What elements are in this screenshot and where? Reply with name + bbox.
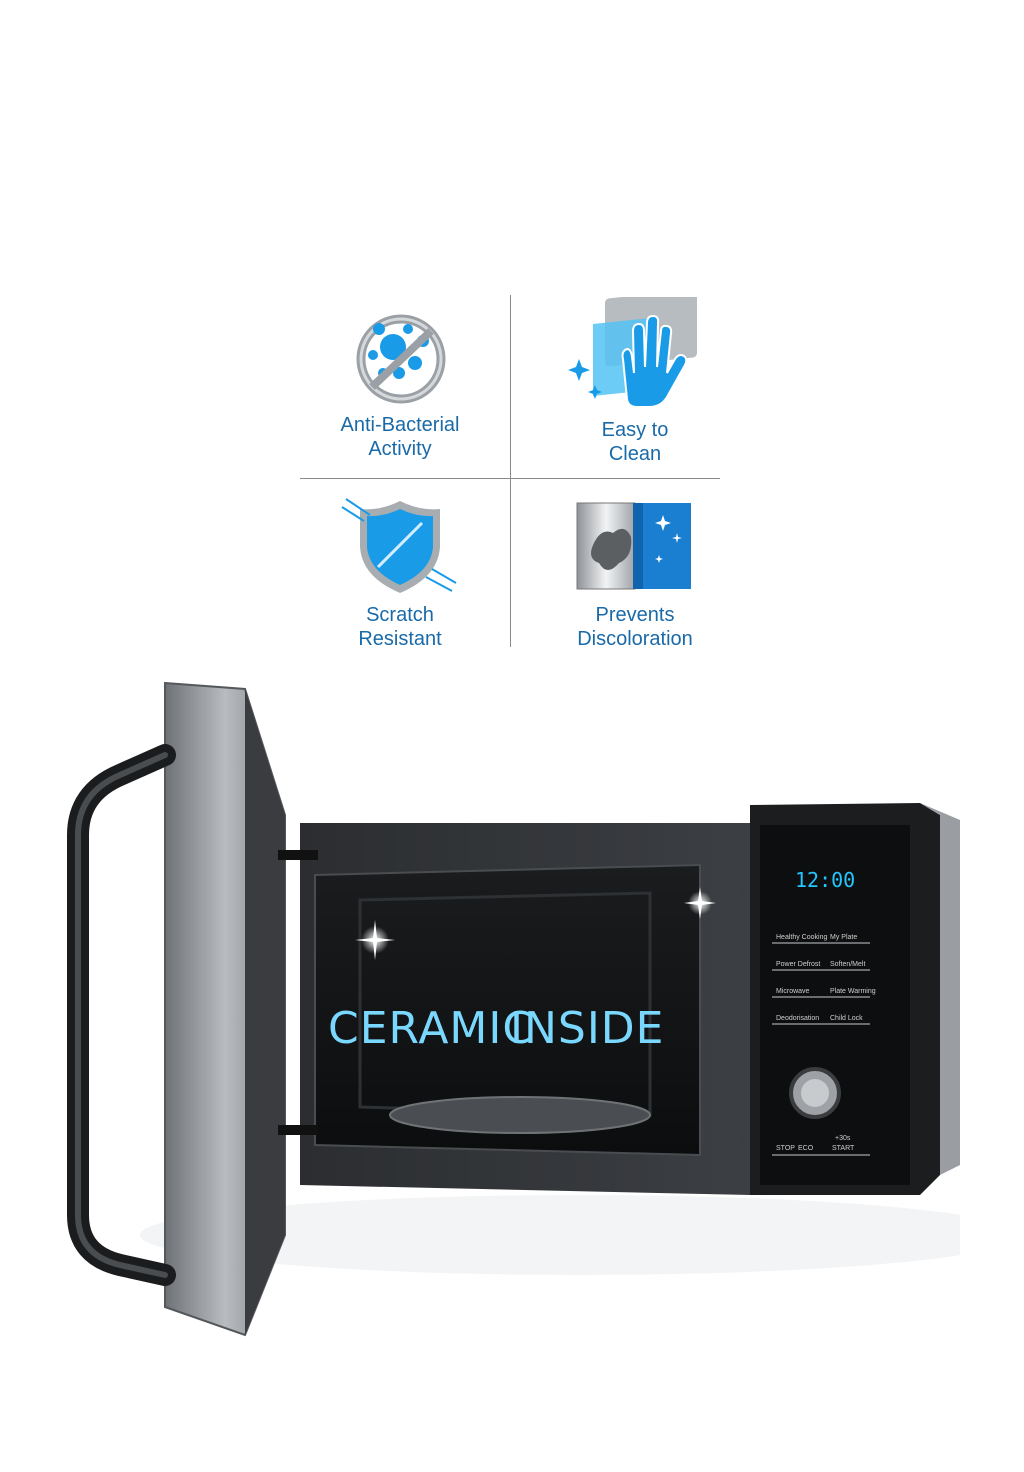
grid-divider-horizontal: [300, 478, 720, 479]
grid-divider-vertical: [510, 295, 511, 647]
button-plate-warming[interactable]: Plate Warming: [830, 988, 876, 995]
plus30-label[interactable]: +30s: [835, 1135, 851, 1142]
easy-clean-hand-icon: [568, 297, 697, 408]
discoloration-panel-icon: [576, 502, 691, 590]
button-soften-melt[interactable]: Soften/Melt: [830, 961, 865, 968]
inside-text: INSIDE: [510, 1003, 664, 1054]
door-handle[interactable]: [67, 744, 176, 1286]
door-inner-edge: [245, 689, 285, 1335]
floor-shadow: [140, 1195, 960, 1275]
anti-bacterial-icon: [356, 314, 446, 404]
button-deodorisation[interactable]: Deodorisation: [776, 1015, 819, 1022]
microwave-illustration: CERAMIC INSIDE 12:00 Healthy Cooking My …: [67, 681, 960, 1337]
turntable-plate: [389, 1096, 651, 1134]
control-panel: [760, 825, 910, 1185]
hinge-top: [278, 850, 318, 860]
clock-display: 12:00: [795, 868, 855, 892]
control-dial-knob[interactable]: [801, 1079, 829, 1107]
sparkle: [355, 920, 395, 960]
door-handle-highlight: [75, 752, 168, 1278]
stop-label[interactable]: STOP: [776, 1145, 795, 1152]
scratch-shield-icon: [341, 498, 457, 593]
ceramic-text: CERAMIC: [328, 1003, 534, 1054]
sparkle: [684, 887, 716, 919]
hinge-bottom: [278, 1125, 318, 1135]
button-microwave[interactable]: Microwave: [776, 988, 810, 995]
button-power-defrost[interactable]: Power Defrost: [776, 961, 820, 968]
eco-label[interactable]: ECO: [798, 1145, 814, 1152]
start-label[interactable]: START: [832, 1145, 855, 1152]
panel-buttons: Healthy Cooking My Plate Power Defrost S…: [772, 934, 876, 1025]
button-my-plate[interactable]: My Plate: [830, 934, 857, 941]
button-healthy-cooking[interactable]: Healthy Cooking: [776, 934, 827, 941]
cabinet-side: [920, 803, 960, 1175]
oven-cavity: [314, 863, 701, 1157]
button-child-lock[interactable]: Child Lock: [830, 1015, 863, 1022]
